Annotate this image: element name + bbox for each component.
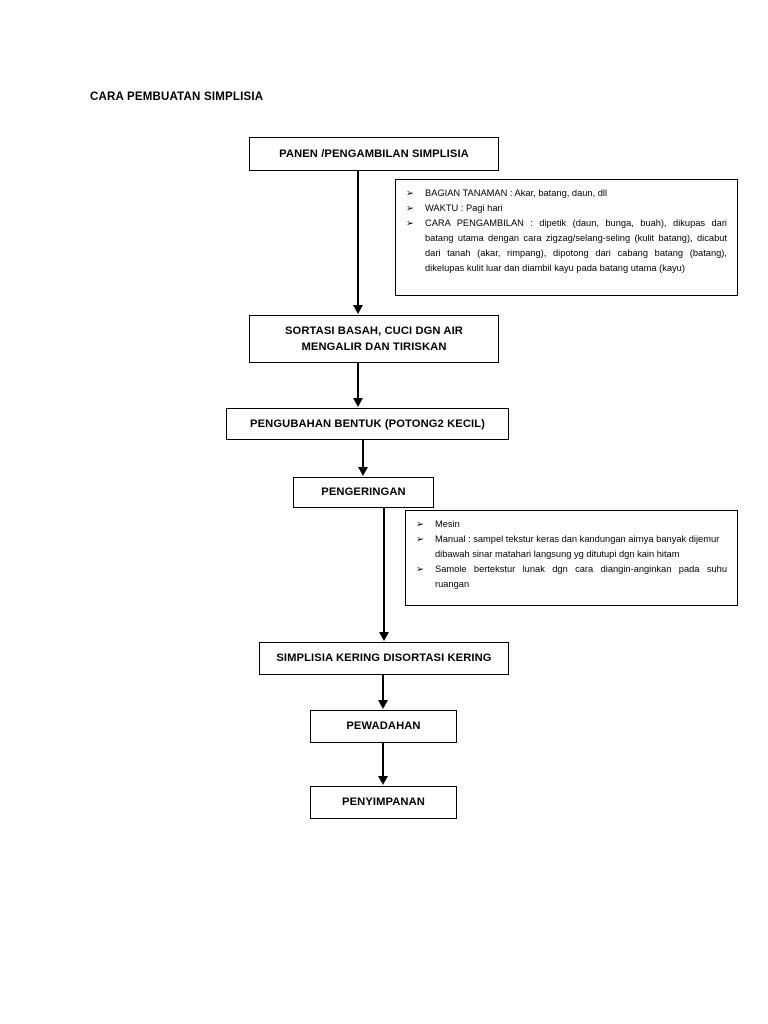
connector-pengubahan-to-pengeringan (362, 440, 364, 468)
arrow-bullet-icon: ➢ (406, 217, 414, 229)
arrow-bullet-icon: ➢ (406, 202, 414, 214)
note-item: ➢ Manual : sampel tekstur keras dan kand… (414, 532, 727, 562)
process-label-pengubahan: PENGUBAHAN BENTUK (POTONG2 KECIL) (250, 417, 485, 430)
connector-pengeringan-to-simplisia (383, 508, 385, 633)
page-title: CARA PEMBUATAN SIMPLISIA (90, 91, 264, 103)
note-item-text: Mesin (435, 519, 460, 529)
arrowhead-panen-to-sortasi (353, 305, 363, 314)
connector-pewadahan-to-penyimpanan (382, 743, 384, 777)
process-label-pengeringan: PENGERINGAN (321, 486, 406, 499)
process-box-pengubahan: PENGUBAHAN BENTUK (POTONG2 KECIL) (226, 408, 509, 440)
arrow-bullet-icon: ➢ (416, 533, 424, 545)
note-list-pengeringan: ➢ Mesin ➢ Manual : sampel tekstur keras … (414, 517, 727, 592)
connector-simplisia-to-pewadahan (382, 675, 384, 701)
arrow-bullet-icon: ➢ (406, 187, 414, 199)
process-box-pewadahan: PEWADAHAN (310, 710, 457, 743)
arrowhead-sortasi-to-pengubahan (353, 398, 363, 407)
note-item-text: WAKTU : Pagi hari (425, 203, 503, 214)
arrow-bullet-icon: ➢ (416, 518, 424, 530)
note-item-text: BAGIAN TANAMAN : Akar, batang, daun, dll (425, 188, 608, 198)
arrowhead-simplisia-to-pewadahan (378, 700, 388, 709)
process-label-sortasi-line1: SORTASI BASAH, CUCI DGN AIR (285, 324, 463, 337)
note-item-text: CARA PENGAMBILAN : dipetik (daun, bunga,… (425, 218, 727, 274)
note-item: ➢ CARA PENGAMBILAN : dipetik (daun, bung… (404, 216, 727, 276)
note-item: ➢ BAGIAN TANAMAN : Akar, batang, daun, d… (404, 186, 727, 201)
arrowhead-pengubahan-to-pengeringan (358, 467, 368, 476)
note-item-text: Manual : sampel tekstur keras dan kandun… (435, 534, 720, 560)
connector-panen-to-sortasi (357, 171, 359, 306)
process-label-penyimpanan: PENYIMPANAN (342, 796, 425, 809)
note-box-panen: ➢ BAGIAN TANAMAN : Akar, batang, daun, d… (395, 179, 738, 296)
note-box-pengeringan: ➢ Mesin ➢ Manual : sampel tekstur keras … (405, 510, 738, 606)
process-box-simplisia-kering: SIMPLISIA KERING DISORTASI KERING (259, 642, 509, 675)
note-item: ➢ Mesin (414, 517, 727, 532)
arrowhead-pewadahan-to-penyimpanan (378, 776, 388, 785)
arrow-bullet-icon: ➢ (416, 563, 424, 575)
note-list-panen: ➢ BAGIAN TANAMAN : Akar, batang, daun, d… (404, 186, 727, 276)
connector-sortasi-to-pengubahan (357, 363, 359, 399)
process-box-panen: PANEN /PENGAMBILAN SIMPLISIA (249, 137, 499, 171)
process-label-simplisia-kering: SIMPLISIA KERING DISORTASI KERING (276, 652, 492, 665)
process-label-sortasi-line2: MENGALIR DAN TIRISKAN (301, 341, 447, 353)
note-item-text: Samole bertekstur lunak dgn cara diangin… (435, 564, 727, 590)
process-box-penyimpanan: PENYIMPANAN (310, 786, 457, 819)
process-box-pengeringan: PENGERINGAN (293, 477, 434, 508)
note-item: ➢ Samole bertekstur lunak dgn cara diang… (414, 562, 727, 592)
note-item: ➢ WAKTU : Pagi hari (404, 201, 727, 216)
process-label-pewadahan: PEWADAHAN (346, 720, 421, 733)
arrowhead-pengeringan-to-simplisia (379, 632, 389, 641)
process-box-sortasi: SORTASI BASAH, CUCI DGN AIR MENGALIR DAN… (249, 315, 499, 363)
process-label-panen: PANEN /PENGAMBILAN SIMPLISIA (279, 147, 469, 160)
